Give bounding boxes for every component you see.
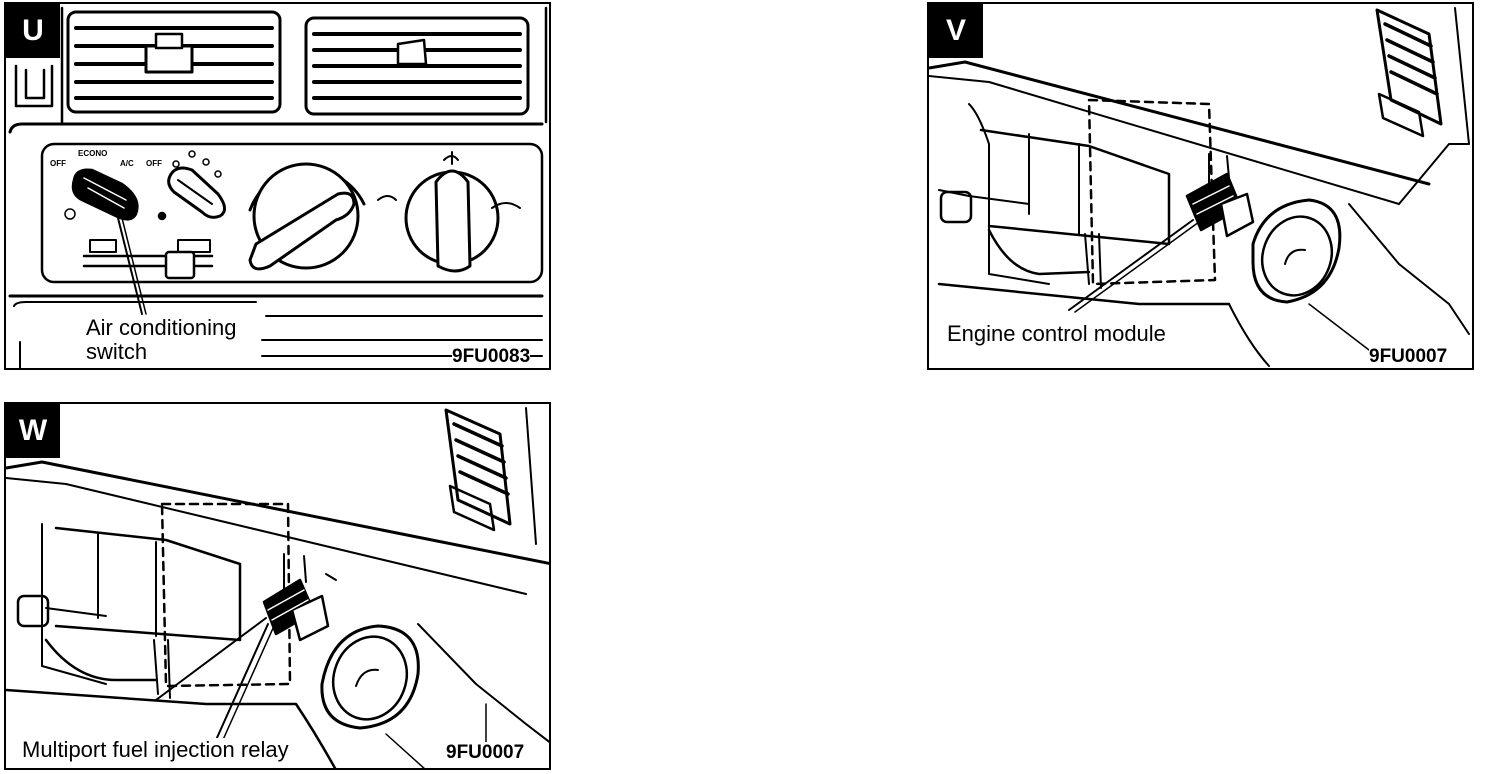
speaker — [320, 624, 420, 730]
component-location-box — [160, 502, 292, 688]
temperature-dial — [248, 162, 366, 271]
knob-label-off-2: OFF — [146, 159, 162, 168]
knob-label-off: OFF — [50, 159, 66, 168]
callout-air-conditioning-switch: Air conditioning switch — [86, 315, 237, 364]
callout-engine-control-module: Engine control module — [947, 321, 1166, 346]
left-air-vent — [66, 10, 282, 114]
panel-v-engine-control-module: V — [927, 2, 1474, 370]
under-dash-illustration — [6, 407, 549, 768]
callout-line-2: switch — [86, 339, 148, 364]
under-dash-illustration — [929, 7, 1470, 367]
side-air-vent — [444, 408, 512, 532]
callout-line-1: Air conditioning — [86, 315, 237, 340]
side-air-vent — [1375, 8, 1443, 138]
engine-control-module — [1185, 153, 1255, 238]
air-intake-slider — [82, 239, 214, 280]
knob-scale-labels: OFF ECONO A/C OFF — [50, 149, 162, 168]
center-air-vent — [304, 16, 530, 116]
panel-tag: W — [6, 404, 60, 458]
mode-selector-knob — [157, 150, 226, 221]
knob-label-econo: ECONO — [78, 149, 107, 158]
knob-label-ac: A/C — [120, 159, 134, 168]
panel-w-fuel-injection-relay: W — [4, 402, 551, 770]
callout-multiport-fuel-injection-relay: Multiport fuel injection relay — [22, 737, 289, 762]
fan-speed-dial — [377, 151, 521, 273]
speaker — [1251, 198, 1342, 304]
air-conditioning-switch-knob — [64, 168, 139, 221]
figure-code: 9FU0007 — [1369, 346, 1448, 368]
dashboard-illustration — [8, 6, 548, 368]
figure-code: 9FU0083 — [452, 346, 531, 368]
panel-u-air-conditioning: U — [4, 2, 551, 370]
panel-tag: V — [929, 4, 983, 58]
figure-code: 9FU0007 — [446, 742, 525, 764]
panel-tag: U — [6, 4, 60, 58]
component-location-box — [1087, 98, 1217, 286]
multiport-fuel-injection-relay — [262, 553, 337, 642]
